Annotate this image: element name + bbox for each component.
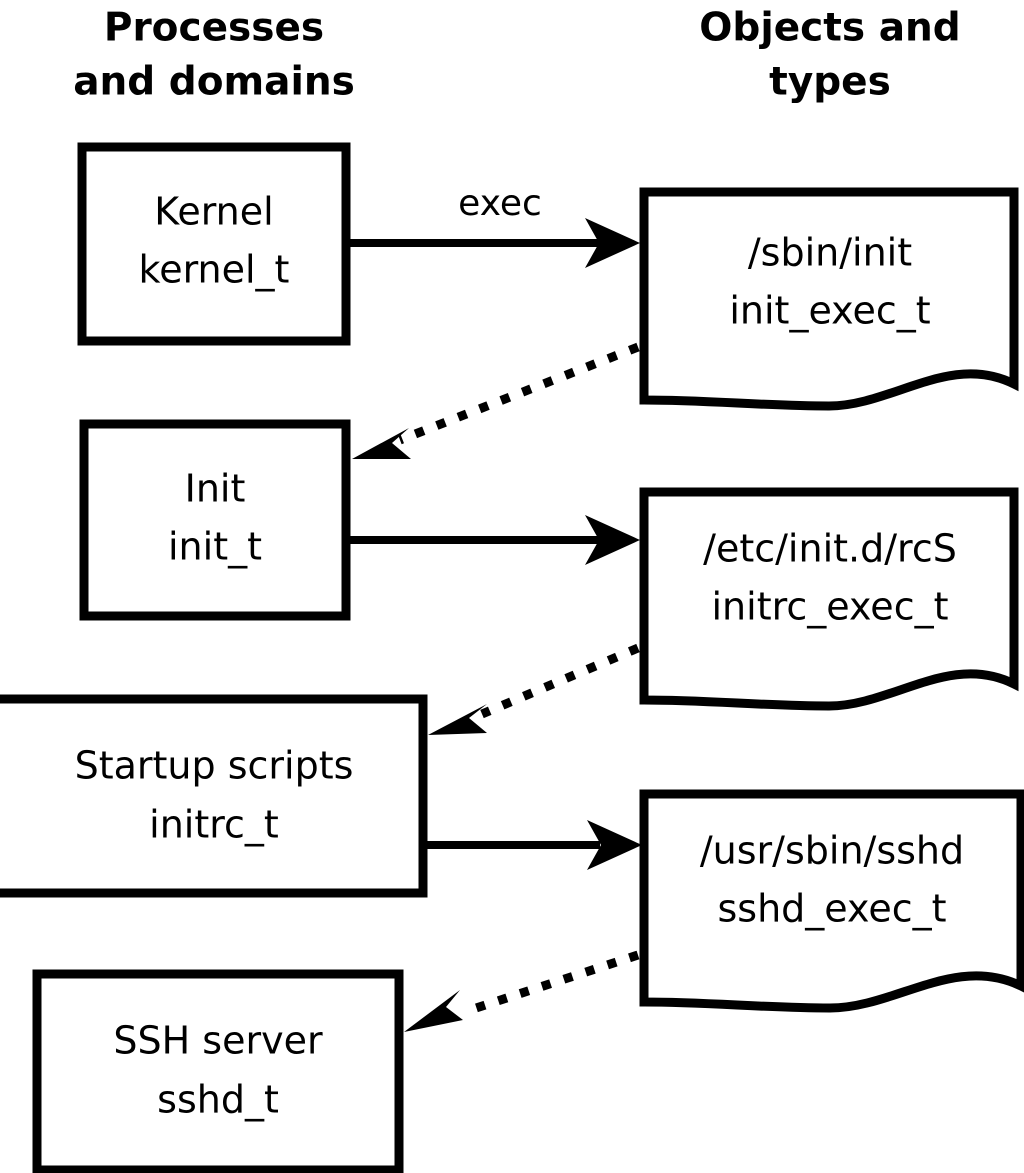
column-header-processes-line1: Processes bbox=[104, 6, 324, 51]
process-node-ssh-server-name: SSH server bbox=[113, 1019, 323, 1063]
object-node-sbin-init-shape[interactable] bbox=[639, 187, 1019, 411]
object-node-sbin-init-type: init_exec_t bbox=[729, 289, 930, 333]
edge-initrcexec-transition-initrc-arrowhead bbox=[428, 704, 487, 735]
edge-label-exec: exec bbox=[458, 183, 542, 224]
object-node-sbin-init-path: /sbin/init bbox=[748, 231, 912, 275]
object-node-usr-sbin-sshd-shape[interactable] bbox=[639, 789, 1024, 1013]
edge-init-exec-rcs-arrowhead bbox=[585, 515, 640, 565]
process-node-init[interactable]: Init init_t bbox=[79, 419, 351, 621]
process-node-startup-scripts-type: initrc_t bbox=[149, 803, 279, 847]
process-node-ssh-server-box[interactable] bbox=[32, 969, 404, 1173]
process-node-kernel-box[interactable] bbox=[77, 142, 351, 346]
process-node-kernel-type: kernel_t bbox=[139, 248, 290, 292]
edge-initexec-transition-init bbox=[352, 342, 640, 459]
object-node-sbin-init[interactable]: /sbin/init init_exec_t bbox=[639, 187, 1019, 411]
edge-sshdexec-transition-sshd-arrowhead bbox=[404, 990, 463, 1032]
object-node-usr-sbin-sshd-type: sshd_exec_t bbox=[717, 887, 946, 931]
process-node-init-box[interactable] bbox=[79, 419, 351, 621]
edge-sshdexec-transition-sshd-line bbox=[468, 950, 640, 1015]
edge-kernel-exec-init: exec bbox=[350, 183, 640, 268]
process-node-init-name: Init bbox=[185, 467, 246, 511]
process-node-startup-scripts[interactable]: Startup scripts initrc_t bbox=[0, 694, 428, 898]
process-node-ssh-server[interactable]: SSH server sshd_t bbox=[32, 969, 404, 1173]
edge-initrc-exec-sshd-arrowhead bbox=[587, 820, 642, 870]
edge-initrcexec-transition-initrc-line bbox=[480, 643, 640, 719]
edge-init-exec-rcs bbox=[350, 515, 640, 565]
edge-initexec-transition-init-arrowhead bbox=[352, 428, 411, 459]
column-header-processes-line2: and domains bbox=[73, 60, 355, 105]
process-node-init-type: init_t bbox=[168, 525, 262, 569]
edge-initrcexec-transition-initrc bbox=[428, 643, 640, 735]
edge-sshdexec-transition-sshd bbox=[404, 950, 640, 1032]
process-node-ssh-server-type: sshd_t bbox=[157, 1078, 279, 1122]
object-node-etc-initd-rcs[interactable]: /etc/init.d/rcS initrc_exec_t bbox=[639, 487, 1019, 711]
column-header-objects-line1: Objects and bbox=[699, 6, 960, 51]
object-node-etc-initd-rcs-shape[interactable] bbox=[639, 487, 1019, 711]
object-node-etc-initd-rcs-type: initrc_exec_t bbox=[712, 585, 949, 629]
object-node-etc-initd-rcs-path: /etc/init.d/rcS bbox=[703, 527, 957, 571]
process-node-startup-scripts-box[interactable] bbox=[0, 694, 428, 898]
column-header-objects: Objects and types bbox=[699, 6, 960, 105]
object-node-usr-sbin-sshd[interactable]: /usr/sbin/sshd sshd_exec_t bbox=[639, 789, 1024, 1013]
edge-initexec-transition-init-line bbox=[398, 342, 640, 445]
edge-initrc-exec-sshd bbox=[427, 820, 642, 870]
column-header-processes: Processes and domains bbox=[73, 6, 355, 105]
object-node-usr-sbin-sshd-path: /usr/sbin/sshd bbox=[700, 829, 964, 873]
process-node-kernel-name: Kernel bbox=[154, 190, 273, 234]
process-node-startup-scripts-name: Startup scripts bbox=[75, 744, 354, 788]
edge-kernel-exec-init-arrowhead bbox=[585, 218, 640, 268]
process-node-kernel[interactable]: Kernel kernel_t bbox=[77, 142, 351, 346]
column-header-objects-line2: types bbox=[769, 60, 891, 105]
